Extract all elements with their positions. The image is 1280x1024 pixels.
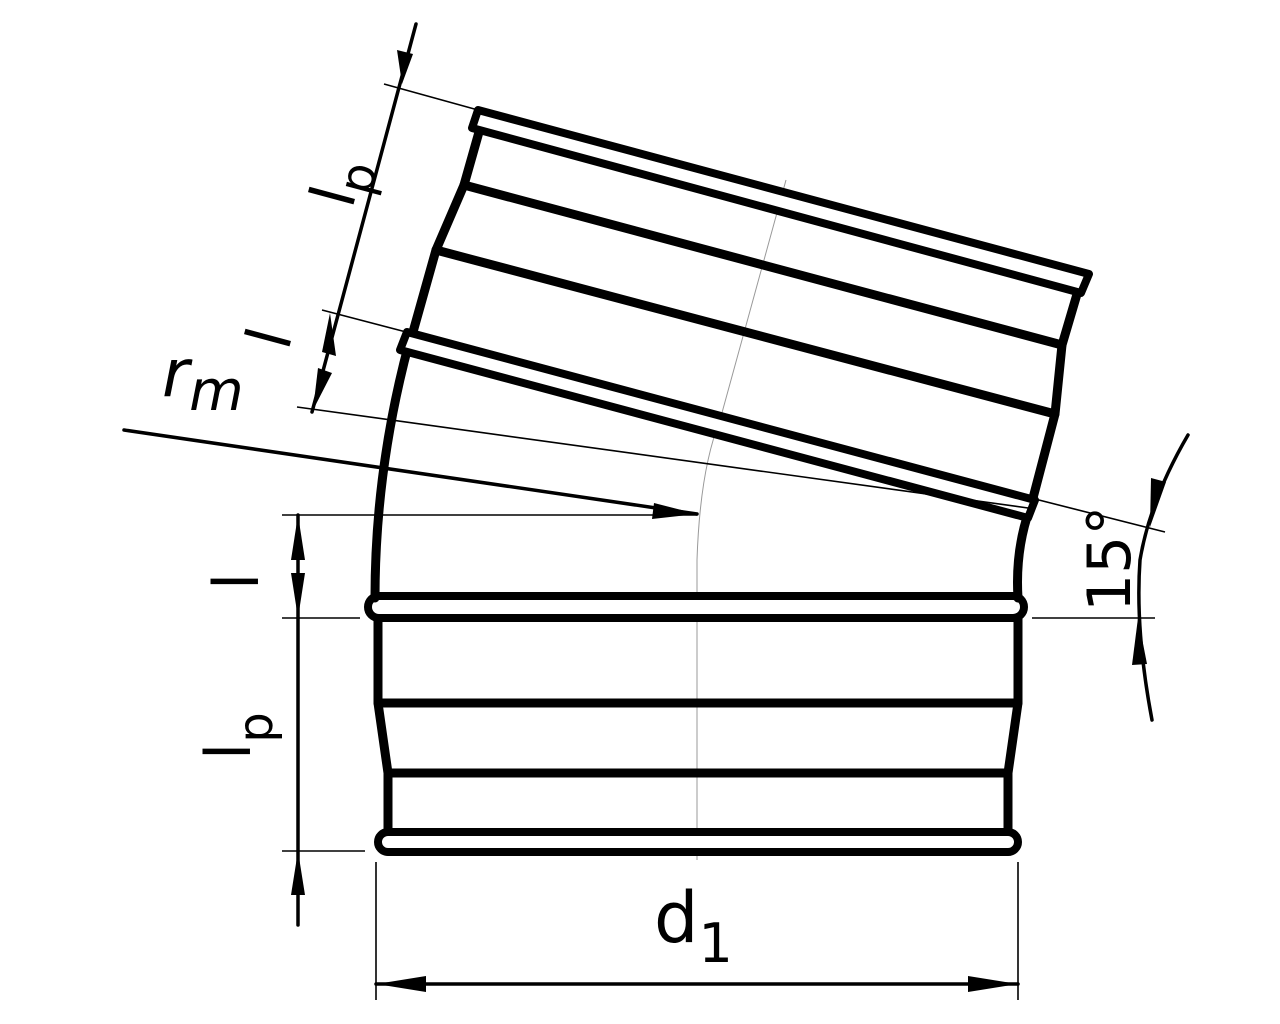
arrow-lp-top: [397, 50, 413, 84]
arrow-angle-top: [1150, 478, 1166, 527]
label-d1: d1: [654, 877, 733, 975]
lower-segment: [364, 592, 1028, 856]
arrow-l-left-down: [291, 573, 305, 618]
bottom-rim: [374, 828, 1022, 856]
label-rm: rm: [162, 335, 244, 424]
upper-band-line-1: [431, 245, 1060, 419]
extension-lines: [282, 83, 1166, 1000]
upper-right-wall: [1028, 279, 1085, 503]
arrow-rm: [652, 503, 697, 519]
upper-left-wall: [408, 120, 486, 337]
arrow-l-top-up: [322, 313, 336, 356]
label-angle: 15°: [1075, 506, 1145, 612]
dim-angle-arc: [1137, 433, 1190, 722]
center-axis: [696, 179, 787, 860]
upper-rim: [468, 106, 1093, 297]
dim-rm: [122, 428, 699, 516]
arrow-l-left-up: [291, 515, 305, 560]
lower-right-wall: [1003, 607, 1023, 843]
label-l-left: l: [200, 573, 273, 590]
arrow-angle-bottom: [1132, 618, 1147, 665]
lower-left-wall: [373, 607, 393, 843]
dimension-lines: [122, 22, 1190, 986]
label-lp-top: lp: [296, 149, 389, 217]
bend-left-wall: [370, 338, 414, 603]
upper-band-line-2: [459, 180, 1067, 350]
arrow-lp-left: [291, 851, 305, 895]
arrow-d1-left: [376, 976, 426, 992]
label-l-top: l: [232, 320, 307, 356]
arrowheads: [291, 50, 1166, 992]
label-lp-left: lp: [192, 712, 284, 760]
arrow-l-top-down: [313, 368, 332, 410]
joint-bead-upper: [396, 328, 1039, 522]
upper-segment: [396, 106, 1093, 522]
arrow-d1-right: [968, 976, 1018, 992]
joint-bead-lower: [364, 592, 1028, 622]
